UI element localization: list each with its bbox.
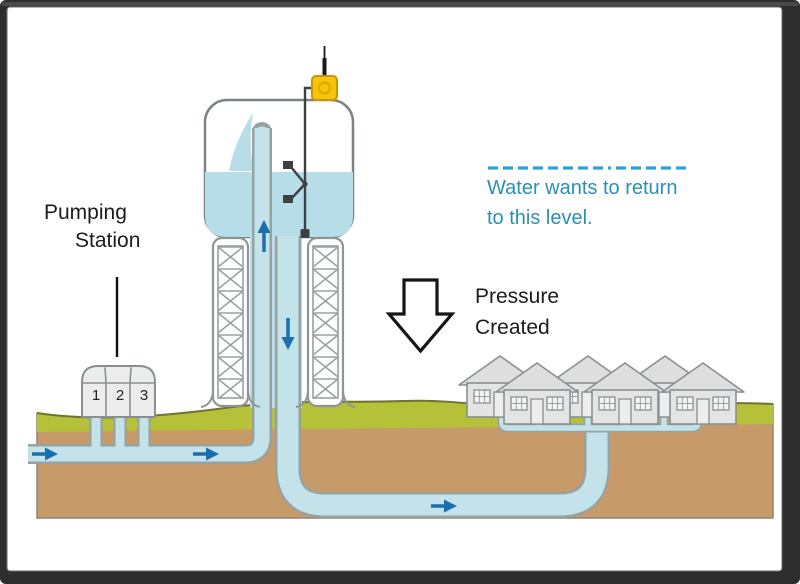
pressure-down-arrow-icon bbox=[385, 278, 456, 354]
flow-arrows bbox=[32, 220, 457, 513]
water-return-label-line2: to this level. bbox=[487, 207, 593, 229]
pumping-station-label: Pumping Station bbox=[44, 199, 140, 255]
pump-unit-1-label: 1 bbox=[91, 387, 101, 404]
flow-arrow-down-icon bbox=[281, 318, 295, 350]
pump-unit-3-label: 3 bbox=[139, 387, 149, 404]
pump-unit-2-label: 2 bbox=[115, 387, 125, 404]
pressure-created-label: Pressure Created bbox=[475, 281, 559, 343]
pumping-station bbox=[81, 365, 156, 452]
supply-pipe bbox=[28, 122, 272, 464]
house bbox=[583, 362, 667, 425]
pumping-station-label-line1: Pumping bbox=[44, 201, 127, 224]
pump-stub-pipes bbox=[89, 415, 151, 452]
tank-water bbox=[205, 172, 353, 237]
pumping-station-label-line2: Station bbox=[75, 229, 141, 252]
pressure-label-line1: Pressure bbox=[475, 285, 560, 308]
flow-arrow-right-icon bbox=[193, 447, 219, 461]
water-tower-tank bbox=[203, 98, 355, 239]
pumping-station-building bbox=[81, 365, 156, 418]
tower-leg-left bbox=[200, 236, 261, 408]
flow-arrow-up-icon bbox=[257, 220, 271, 252]
house bbox=[495, 362, 579, 425]
flow-arrow-right-icon bbox=[32, 447, 58, 461]
house bbox=[661, 362, 745, 425]
houses bbox=[458, 355, 745, 425]
level-transmitter-icon bbox=[311, 46, 338, 101]
water-return-label: Water wants to return to this level. bbox=[487, 173, 677, 233]
pressure-label-line2: Created bbox=[475, 316, 550, 339]
water-return-label-line1: Water wants to return bbox=[487, 177, 678, 199]
water-spout bbox=[229, 113, 253, 171]
flow-arrow-right-icon bbox=[431, 499, 457, 513]
tower-leg-right bbox=[295, 236, 356, 408]
